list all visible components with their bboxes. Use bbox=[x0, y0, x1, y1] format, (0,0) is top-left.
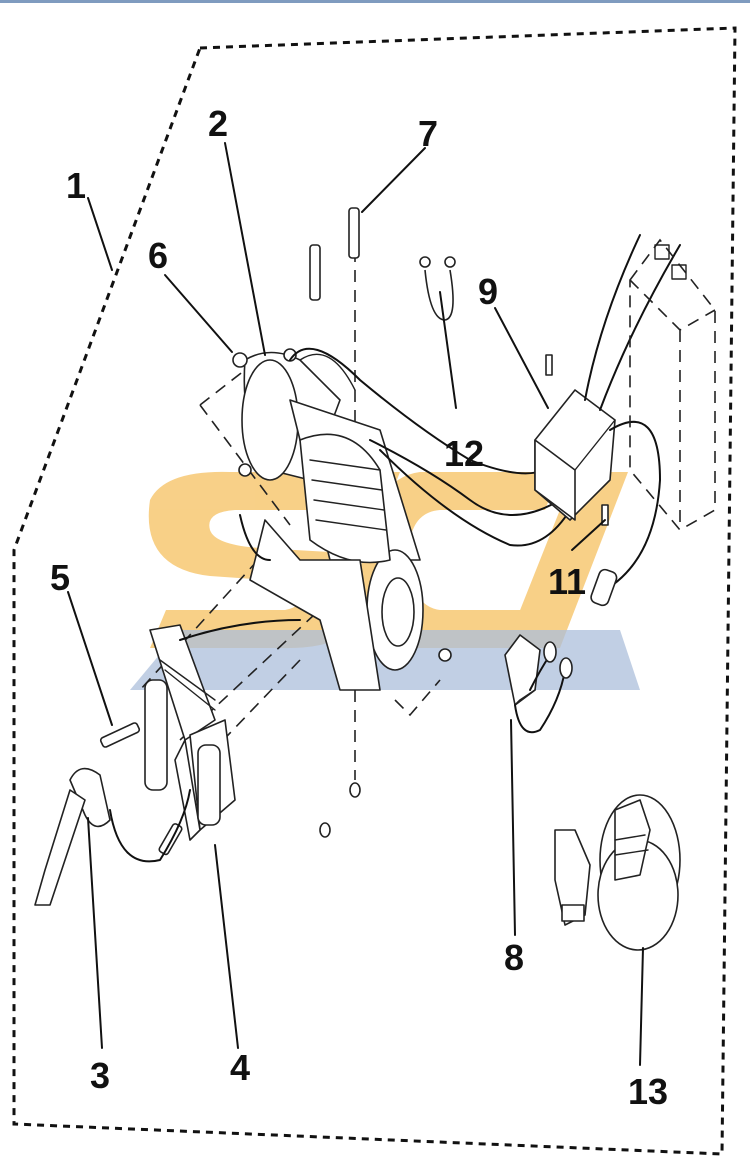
fasteners bbox=[232, 207, 609, 838]
callout-1: 1 bbox=[66, 165, 86, 206]
callout-13: 13 bbox=[628, 1071, 668, 1112]
callout-11: 11 bbox=[548, 561, 586, 602]
controller-box bbox=[534, 234, 681, 607]
kit-boundary bbox=[12, 26, 737, 1156]
callout-3: 3 bbox=[90, 1055, 110, 1096]
winch-hook bbox=[34, 767, 191, 906]
handlebar-mount bbox=[554, 794, 681, 951]
leader-lines bbox=[67, 142, 644, 1066]
callout-6: 6 bbox=[148, 235, 168, 276]
u-bolt bbox=[419, 256, 456, 321]
winch-cables bbox=[239, 347, 571, 561]
callout-7: 7 bbox=[418, 113, 438, 154]
top-rule bbox=[0, 0, 750, 3]
callout-8: 8 bbox=[504, 937, 524, 978]
callout-labels: 1 2 3 4 5 6 7 8 9 11 12 13 bbox=[50, 103, 668, 1112]
battery-outline bbox=[629, 238, 716, 532]
winch-assembly bbox=[233, 348, 424, 691]
callout-2: 2 bbox=[208, 103, 228, 144]
rocker-switch bbox=[504, 634, 573, 734]
callout-9: 9 bbox=[478, 271, 498, 312]
callout-12: 12 bbox=[444, 433, 484, 474]
callout-5: 5 bbox=[50, 557, 70, 598]
fairlead-bracket bbox=[99, 619, 301, 856]
callout-4: 4 bbox=[230, 1047, 250, 1088]
